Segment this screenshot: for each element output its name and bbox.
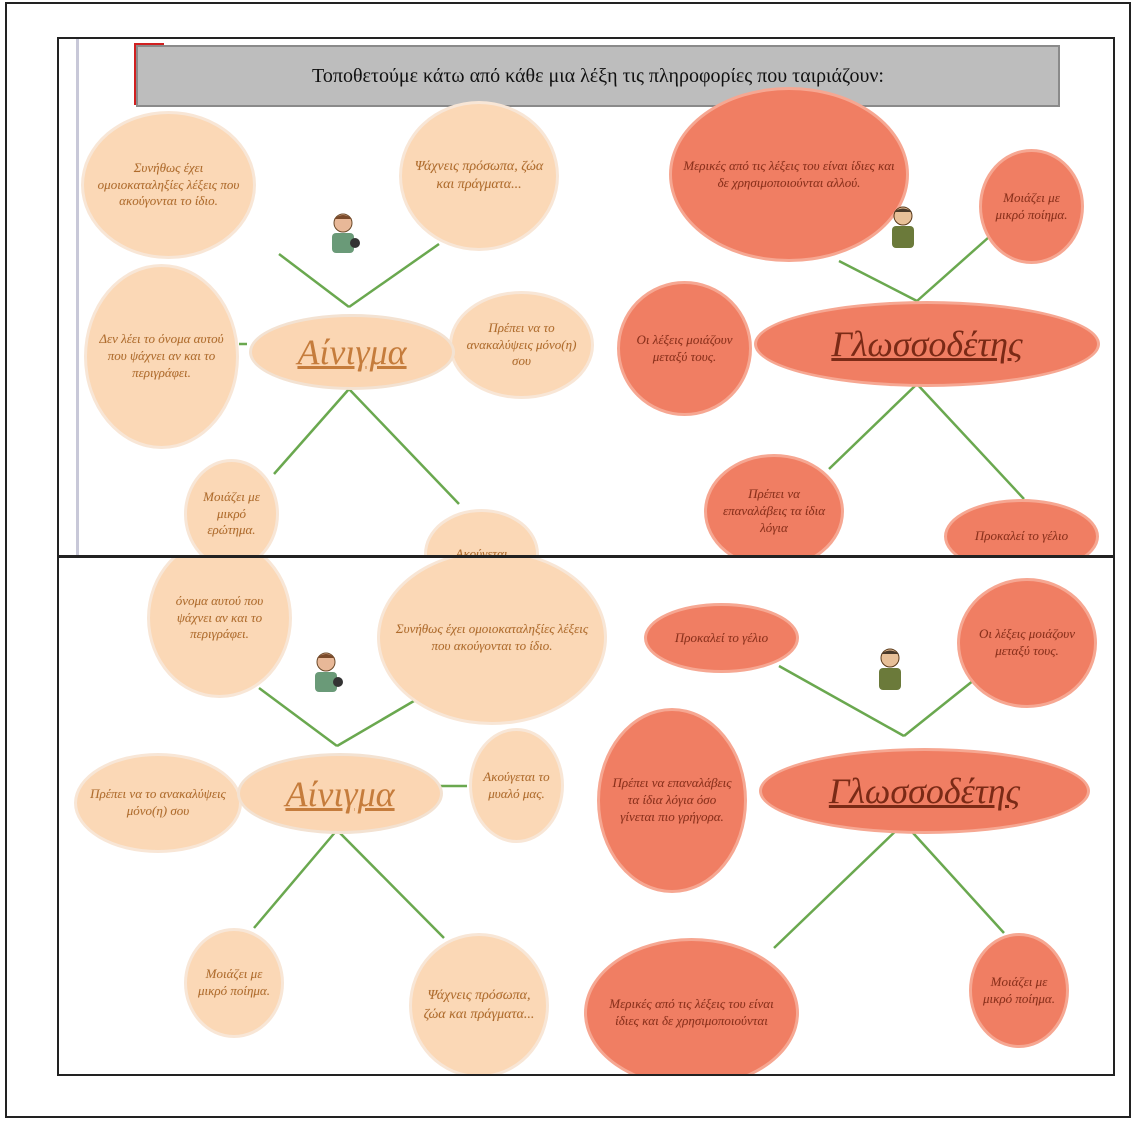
connector-line bbox=[278, 253, 350, 308]
connector-line bbox=[336, 696, 420, 748]
man-figure-icon bbox=[892, 206, 914, 248]
bubble-merikes: Μερικές από τις λέξεις του είναι ίδιες κ… bbox=[584, 938, 799, 1074]
bubble-lexeis-moiazoun: Οι λέξεις μοιάζουν μεταξύ τους. bbox=[617, 281, 752, 416]
bubble-onoma: όνομα αυτού που ψάχνει αν και το περιγρά… bbox=[147, 558, 292, 698]
bubble-prepei-glossa: Πρέπει να επαναλάβεις τα ίδια λόγια όσο … bbox=[597, 708, 747, 893]
connector-line bbox=[778, 664, 905, 738]
ainigma-node: Αίνιγμα bbox=[249, 314, 455, 390]
connector-line bbox=[916, 383, 1025, 500]
bubble-merikes: Μερικές από τις λέξεις του είναι ίδιες κ… bbox=[669, 87, 909, 262]
bubble-synithos: Συνήθως έχει ομοιοκαταληξίες λέξεις που … bbox=[81, 111, 256, 259]
bubble-prokalei: Προκαλεί το γέλιο bbox=[644, 603, 799, 673]
bubble-psaxneis: Ψάχνεις πρόσωπα, ζώα και πράγματα... bbox=[399, 101, 559, 251]
bubble-akoyzei: Ακούγεται το μυαλό μας. bbox=[469, 728, 564, 843]
bubble-moiazei-poiima: Μοιάζει με μικρό ποίημα. bbox=[979, 149, 1084, 264]
top-panel: 1 Τοποθετούμε κάτω από κάθε μια λέξη τις… bbox=[57, 37, 1115, 557]
man-figure-icon bbox=[879, 648, 901, 690]
bubble-synithos: Συνήθως έχει ομοιοκαταληξίες λέξεις που … bbox=[377, 558, 607, 725]
bubble-psaxneis: Ψάχνεις πρόσωπα, ζώα και πράγματα... bbox=[409, 933, 549, 1074]
bubble-prokalei: Προκαλεί το γέλιο bbox=[944, 499, 1099, 555]
child-figure-icon bbox=[315, 652, 343, 692]
connector-line bbox=[348, 388, 460, 505]
bubble-lexeis-moiazoun: Οι λέξεις μοιάζουν μεταξύ τους. bbox=[957, 578, 1097, 708]
bottom-panel: όνομα αυτού που ψάχνει αν και το περιγρά… bbox=[57, 556, 1115, 1076]
connector-line bbox=[903, 822, 1005, 934]
bubble-prepei-ainigma: Πρέπει να το ανακαλύψεις μόνο(η) σου bbox=[74, 753, 242, 853]
bottom-connector-lines bbox=[253, 664, 1005, 949]
connector-line bbox=[828, 383, 918, 470]
ainigma-node: Αίνιγμα bbox=[237, 753, 443, 834]
bubble-prepei-ainigma: Πρέπει να το ανακαλύψεις μόνο(η) σου bbox=[449, 291, 594, 399]
bubble-mikro-poiima-left: Μοιάζει με μικρό ποίημα. bbox=[184, 928, 284, 1038]
connector-line bbox=[253, 829, 338, 929]
connector-line bbox=[903, 679, 975, 737]
bubble-den-leei: Δεν λέει το όνομα αυτού που ψάχνει αν κα… bbox=[84, 264, 239, 449]
connector-line bbox=[838, 259, 918, 303]
bubble-prepei-glossa: Πρέπει να επαναλάβεις τα ίδια λόγια bbox=[704, 454, 844, 555]
connector-line bbox=[273, 388, 350, 475]
bubble-mikro-poiima-right: Μοιάζει με μικρό ποίημα. bbox=[969, 933, 1069, 1048]
glossodetis-node: Γλωσσοδέτης bbox=[759, 748, 1090, 834]
bubble-mikro-erotisi: Μοιάζει με μικρό ερώτημα. bbox=[184, 459, 279, 555]
connector-line bbox=[916, 236, 990, 302]
left-rule bbox=[76, 39, 79, 555]
glossodetis-node: Γλωσσοδέτης bbox=[754, 301, 1100, 387]
child-figure-icon bbox=[332, 213, 360, 253]
connector-line bbox=[773, 822, 905, 949]
connector-line bbox=[258, 686, 338, 748]
top-connector-lines bbox=[239, 236, 1025, 505]
instruction-header: Τοποθετούμε κάτω από κάθε μια λέξη τις π… bbox=[136, 45, 1060, 107]
connector-line bbox=[336, 829, 445, 939]
connector-line bbox=[348, 242, 440, 309]
